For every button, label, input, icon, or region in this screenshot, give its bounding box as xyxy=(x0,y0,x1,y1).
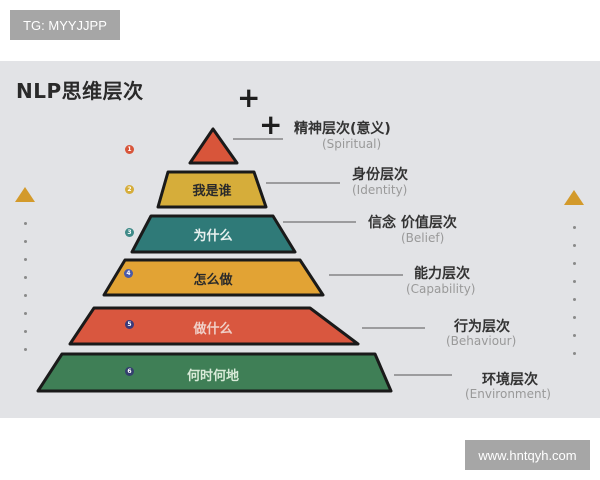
dot-icon xyxy=(24,222,27,225)
dot-icon xyxy=(573,352,576,355)
pyramid-level-3 xyxy=(130,214,297,254)
dot-icon xyxy=(24,240,27,243)
level-name-identity: 身份层次 xyxy=(352,167,408,183)
dot-icon xyxy=(573,262,576,265)
dot-icon xyxy=(24,330,27,333)
dot-icon xyxy=(573,244,576,247)
band-label-capability: 怎么做 xyxy=(193,273,233,288)
level-en-identity: (Identity) xyxy=(352,183,408,197)
triangle-icon xyxy=(15,187,35,202)
level-number-badge: 5 xyxy=(125,320,134,329)
level-en-environment: (Environment) xyxy=(465,387,551,401)
top-watermark: TG: MYYJJPP xyxy=(10,10,120,40)
dot-icon xyxy=(24,294,27,297)
level-number-badge: 3 xyxy=(125,228,134,237)
level-number-badge: 1 xyxy=(125,145,134,154)
dot-icon xyxy=(573,298,576,301)
bottom-watermark: www.hntqyh.com xyxy=(465,440,590,470)
level-en-capability: (Capability) xyxy=(406,282,476,296)
dot-icon xyxy=(24,312,27,315)
pyramid-level-2 xyxy=(156,170,268,209)
band-label-belief: 为什么 xyxy=(193,229,233,244)
level-en-belief: (Belief) xyxy=(401,231,445,245)
pyramid-level-1 xyxy=(188,127,239,165)
dot-icon xyxy=(573,226,576,229)
plus-icon: + xyxy=(259,108,283,141)
triangle-icon xyxy=(564,190,584,205)
level-name-environment: 环境层次 xyxy=(482,372,538,388)
level-name-behaviour: 行为层次 xyxy=(454,319,510,335)
level-number-badge: 2 xyxy=(125,185,134,194)
dot-icon xyxy=(24,348,27,351)
dot-icon xyxy=(573,334,576,337)
band-label-environment: 何时何地 xyxy=(186,369,240,384)
plus-icon: + xyxy=(237,81,261,114)
pyramid-level-6 xyxy=(36,352,393,393)
pyramid-level-5 xyxy=(68,306,360,346)
level-number-badge: 6 xyxy=(125,367,134,376)
level-en-behaviour: (Behaviour) xyxy=(446,334,517,348)
pyramid-level-4 xyxy=(102,258,325,297)
dot-icon xyxy=(24,258,27,261)
level-name-spiritual: 精神层次(意义) xyxy=(294,121,391,137)
dot-icon xyxy=(573,280,576,283)
band-label-behaviour: 做什么 xyxy=(193,322,233,337)
diagram-title: NLP思维层次 xyxy=(16,79,144,103)
level-number-badge: 4 xyxy=(124,269,133,278)
band-label-identity: 我是谁 xyxy=(192,184,232,199)
level-name-belief: 信念 价值层次 xyxy=(368,215,457,231)
dot-icon xyxy=(24,276,27,279)
level-en-spiritual: (Spiritual) xyxy=(322,137,382,151)
dot-icon xyxy=(573,316,576,319)
level-name-capability: 能力层次 xyxy=(414,266,470,282)
